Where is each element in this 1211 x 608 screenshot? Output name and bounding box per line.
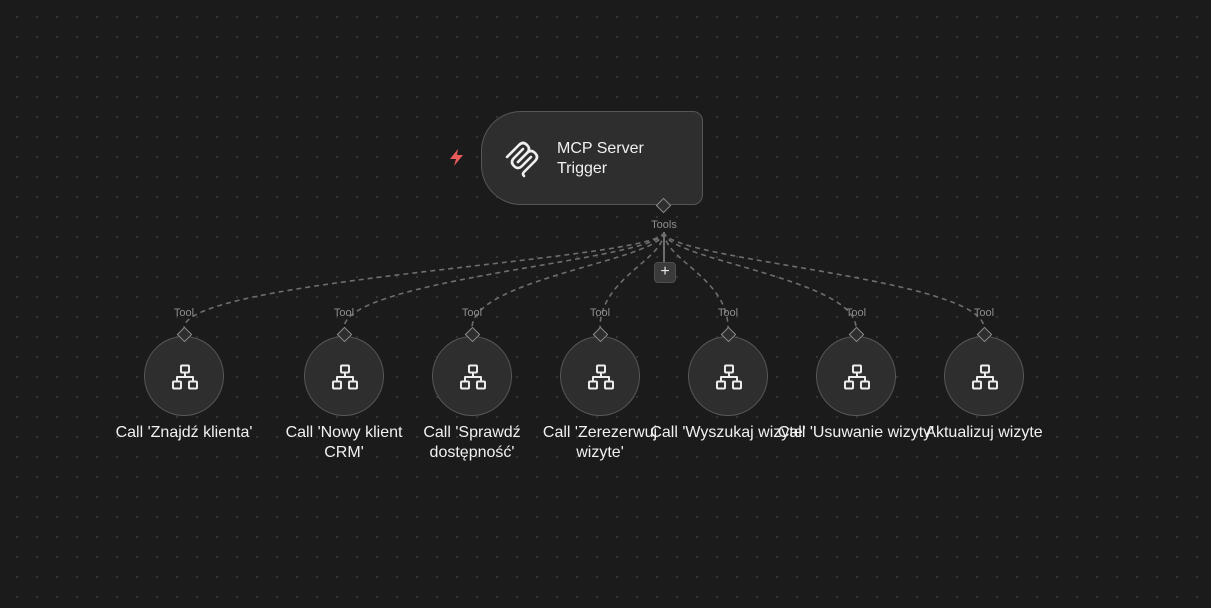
workflow-icon — [588, 364, 614, 390]
tool-handle-label: Tool — [845, 307, 867, 319]
tool-node[interactable] — [304, 336, 384, 416]
tool-connection-edge[interactable] — [471, 231, 665, 329]
add-tool-button[interactable]: + — [654, 262, 676, 283]
tool-node-label: Aktualizuj wizyte — [925, 424, 1043, 441]
tool-connection-edge[interactable] — [663, 231, 857, 329]
tool-node[interactable] — [144, 336, 224, 416]
tool-connection-edge[interactable] — [599, 231, 665, 329]
mcp-server-trigger-node[interactable]: MCP Server Trigger — [481, 111, 703, 205]
mcp-icon — [505, 141, 539, 178]
tools-handle-label: Tools — [651, 219, 677, 231]
workflow-icon — [332, 364, 358, 390]
tool-handle-label: Tool — [173, 307, 195, 319]
tool-node[interactable] — [688, 336, 768, 416]
workflow-icon — [844, 364, 870, 390]
tool-node-label: Call 'Wyszukaj wizyte' — [650, 424, 806, 441]
tool-connection-edge[interactable] — [343, 231, 665, 329]
tool-connection-edge[interactable] — [183, 231, 665, 329]
tool-node[interactable] — [944, 336, 1024, 416]
tool-handle-label: Tool — [973, 307, 995, 319]
tool-node[interactable] — [816, 336, 896, 416]
tool-handle-label: Tool — [333, 307, 355, 319]
tool-handle-label: Tool — [461, 307, 483, 319]
tool-handle-label: Tool — [589, 307, 611, 319]
tool-node[interactable] — [560, 336, 640, 416]
tool-connection-edge[interactable] — [663, 231, 985, 329]
bolt-icon — [450, 149, 463, 166]
tool-connection-edge[interactable] — [663, 231, 729, 329]
tool-node-label: Call 'Usuwanie wizyty' — [777, 424, 935, 441]
workflow-icon — [172, 364, 198, 390]
tool-node-label: Call 'Sprawdź dostępność' — [423, 424, 521, 461]
workflow-icon — [716, 364, 742, 390]
workflow-icon — [460, 364, 486, 390]
tool-handle-label: Tool — [717, 307, 739, 319]
tool-node[interactable] — [432, 336, 512, 416]
tool-node-label: Call 'Zerezerwuj wizyte' — [542, 424, 658, 461]
workflow-icon — [972, 364, 998, 390]
node-title: MCP Server Trigger — [557, 140, 644, 177]
tool-node-label: Call 'Znajdź klienta' — [115, 424, 253, 441]
tool-node-label: Call 'Nowy klient CRM' — [285, 424, 403, 461]
